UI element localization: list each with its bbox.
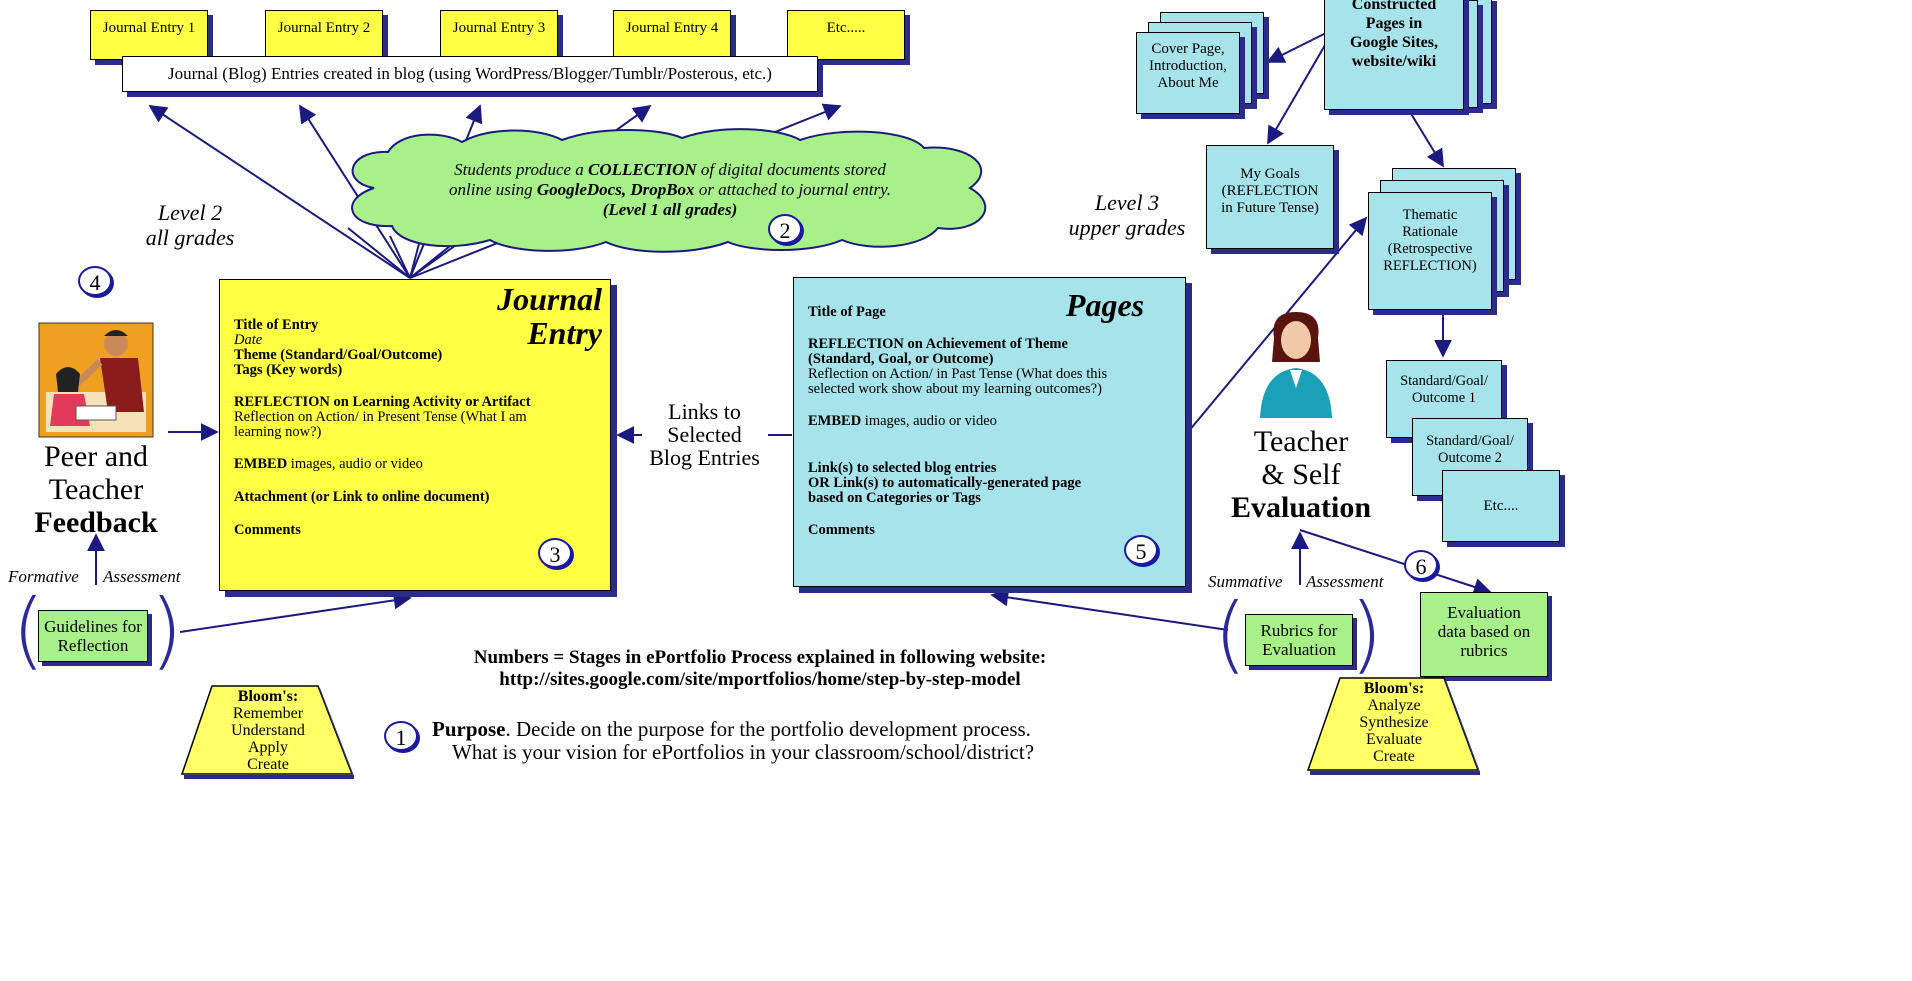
journal-entry-tab-etc: Etc.....: [787, 10, 905, 60]
etc-standards-box: Etc....: [1442, 470, 1560, 542]
journal-entry-tab-3: Journal Entry 3: [440, 10, 558, 60]
pages-box: [793, 277, 1186, 587]
right-bracket-open: (: [1214, 585, 1247, 683]
collection-text: Students produce a COLLECTION of digital…: [449, 160, 891, 219]
stage-number-2: 2: [768, 214, 802, 244]
numbers-stages-note: Numbers = Stages in ePortfolio Process e…: [473, 647, 1047, 690]
teacher-self-evaluation-label: Teacher & Self Evaluation: [1230, 425, 1372, 524]
journal-entry-tab-2: Journal Entry 2: [265, 10, 383, 60]
stage-number-4: 4: [78, 266, 112, 296]
stage-number-6: 6: [1404, 550, 1438, 580]
pages-title: Pages: [1065, 287, 1145, 323]
summative-label: Summative: [1208, 572, 1283, 591]
stage-number-3: 3: [538, 538, 572, 568]
bloom-right-text: Bloom's: Analyze Synthesize Evaluate Cre…: [1359, 680, 1429, 765]
bloom-left-shape: [180, 685, 354, 779]
bloom-left-text: Bloom's: Remember Understand Apply Creat…: [231, 688, 305, 773]
peer-teacher-feedback-label: Peer and Teacher Feedback: [34, 440, 158, 539]
left-bracket-close: ): [150, 581, 183, 679]
blog-entries-bar: Journal (Blog) Entries created in blog (…: [122, 56, 818, 92]
stage-number-1: 1: [384, 721, 418, 751]
journal-entry-tab-1: Journal Entry 1: [90, 10, 208, 60]
stage-number-5: 5: [1124, 535, 1158, 565]
teacher-woman-illustration: [1260, 312, 1332, 418]
bloom-right-shape: [1306, 677, 1480, 775]
pages-fields: Title of Page REFLECTION on Achievement …: [808, 304, 1108, 538]
right-bracket-close: ): [1350, 585, 1383, 683]
formative-assessment-label: Assessment: [103, 567, 181, 586]
collection-cloud-shape: [351, 128, 987, 253]
purpose-text: Purpose. Decide on the purpose for the p…: [432, 717, 1035, 764]
summative-assessment-label: Assessment: [1306, 572, 1384, 591]
teacher-student-illustration: [38, 322, 154, 438]
cover-page-box: Cover Page,Introduction,About Me: [1136, 32, 1240, 114]
journal-entry-tab-4: Journal Entry 4: [613, 10, 731, 60]
journal-entry-fields: Title of Entry Date Theme (Standard/Goal…: [234, 317, 531, 538]
formative-label: Formative: [8, 567, 79, 586]
